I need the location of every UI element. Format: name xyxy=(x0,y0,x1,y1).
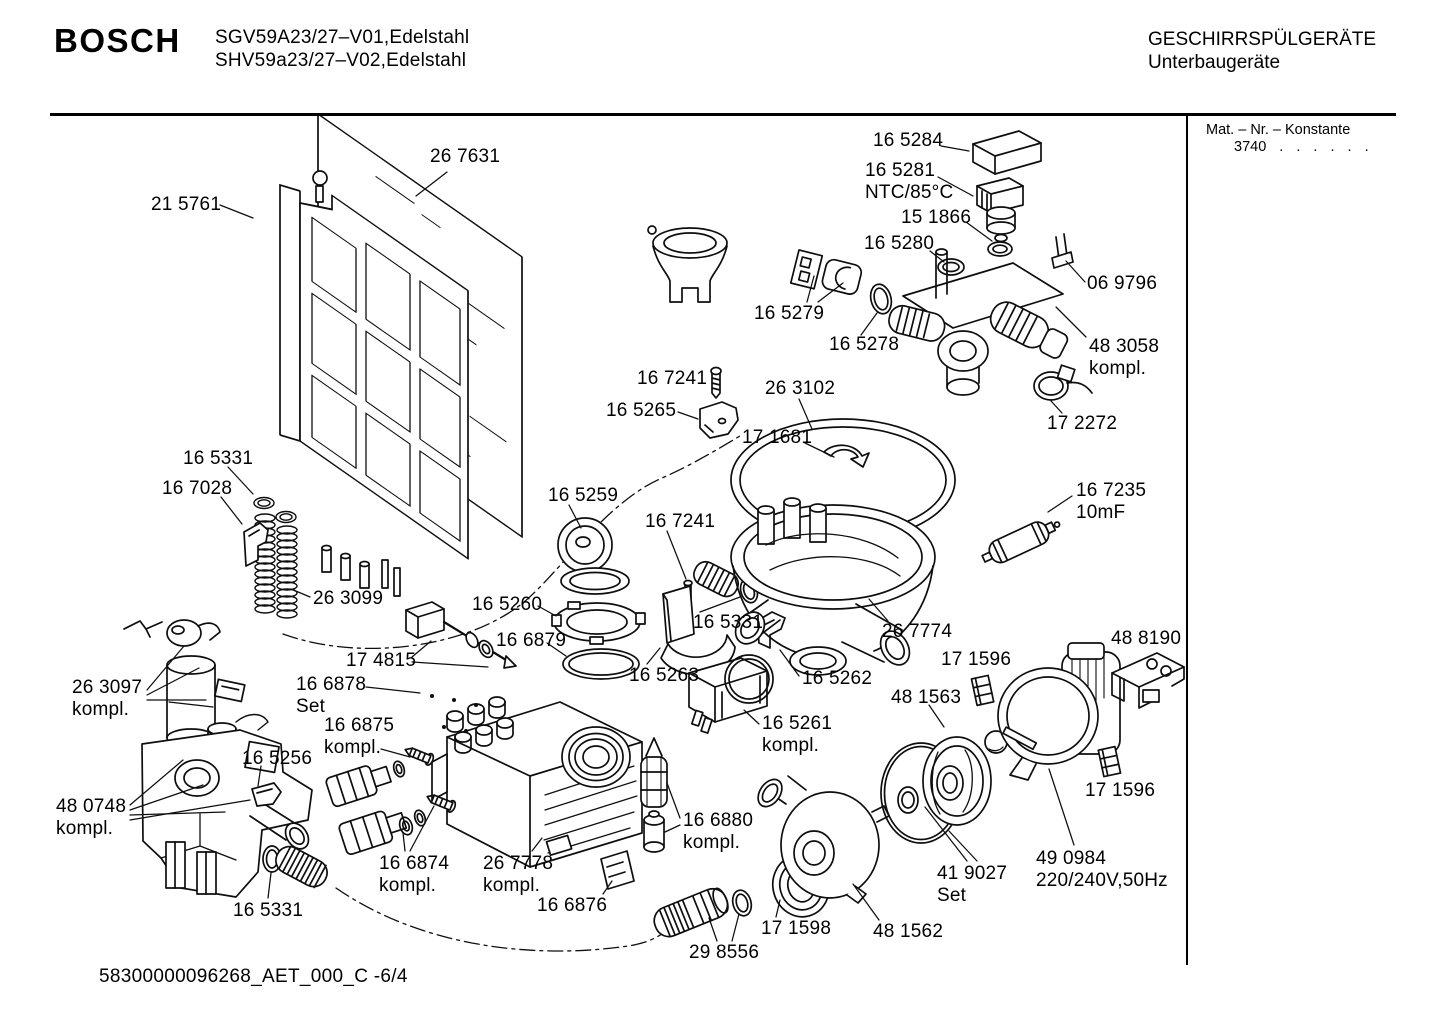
part-label: 16 7241 xyxy=(645,511,716,532)
mat-nr-label: Mat. – Nr. – Konstante xyxy=(1206,122,1351,138)
part-label: 26 7631 xyxy=(430,146,501,167)
part-label: 15 1866 xyxy=(901,207,972,228)
pump-volute-48-1562 xyxy=(757,775,890,904)
mat-nr-note: Mat. – Nr. – Konstante 3740 . . . . . . xyxy=(1206,122,1369,156)
category-line-2: Unterbaugeräte xyxy=(1148,52,1281,73)
mount-48-8190 xyxy=(1111,652,1185,709)
part-label: 17 1596 xyxy=(941,649,1012,670)
clamp-17-1596-a xyxy=(970,674,995,707)
hose-29-8556 xyxy=(653,887,729,938)
sump-seal-stack xyxy=(551,517,646,680)
part-label: 16 5256 xyxy=(242,748,313,769)
salt-funnel xyxy=(647,225,728,303)
leader-lines xyxy=(129,145,1087,942)
part-label: 16 5284 xyxy=(873,130,944,151)
part-label: 16 6878 Set xyxy=(296,674,367,717)
part-label: 26 7774 xyxy=(882,621,953,642)
part-label: 17 1681 xyxy=(742,427,813,448)
part-label: 16 6875 kompl. xyxy=(324,715,395,758)
valve-16-5261 xyxy=(688,654,774,734)
part-label: 48 8190 xyxy=(1111,628,1182,649)
part-label: 26 3099 xyxy=(313,588,384,609)
part-label: 16 6876 xyxy=(537,895,608,916)
mat-nr-value: 3740 . . . . . . xyxy=(1234,139,1369,155)
part-label: 16 7028 xyxy=(162,478,233,499)
part-label: 16 5331 xyxy=(693,612,764,633)
part-label: 26 3102 xyxy=(765,378,836,399)
clip-17-1681 xyxy=(823,444,870,468)
part-label: 17 4815 xyxy=(346,650,417,671)
part-label: 21 5761 xyxy=(151,194,222,215)
impeller-set-41-9027 xyxy=(880,730,1008,844)
part-label: 16 5281 NTC/85°C xyxy=(865,160,954,203)
softener-tank xyxy=(431,696,643,868)
part-label: 16 5262 xyxy=(802,668,873,689)
capacitor xyxy=(981,521,1061,564)
header-divider xyxy=(50,113,1396,116)
part-label: 16 5331 xyxy=(183,448,254,469)
part-label: 16 6874 kompl. xyxy=(379,853,450,896)
solenoid-valve-16-6875 xyxy=(325,747,435,808)
part-label: 16 5279 xyxy=(754,303,825,324)
part-label: 17 2272 xyxy=(1047,413,1118,434)
part-label: 26 7778 kompl. xyxy=(483,853,554,896)
motor-49-0984 xyxy=(997,642,1121,781)
document-id: 58300000096268_AET_000_C -6/4 xyxy=(99,966,408,987)
category-line-1: GESCHIRRSPÜLGERÄTE xyxy=(1148,29,1377,50)
dot-trail xyxy=(430,694,478,733)
clip-16-7028 xyxy=(243,522,269,567)
reference-curves xyxy=(282,435,741,952)
part-label: 16 5260 xyxy=(472,594,543,615)
clamp-17-1596-b xyxy=(1097,745,1122,778)
axle-17-4815 xyxy=(405,601,517,669)
part-label: 06 9796 xyxy=(1087,273,1158,294)
part-label: 16 5280 xyxy=(864,233,935,254)
part-label: 16 5265 xyxy=(606,400,677,421)
model-line-2: SHV59a23/27–V02,Edelstahl xyxy=(215,50,467,71)
saddle-16-5263 xyxy=(660,585,736,676)
bracket-16-6876 xyxy=(600,850,635,890)
part-label: 29 8556 xyxy=(689,942,760,963)
part-label: 16 7235 10mF xyxy=(1076,480,1147,523)
springs xyxy=(253,496,298,619)
part-label: 16 5263 xyxy=(629,665,700,686)
part-label: 48 1562 xyxy=(873,921,944,942)
part-label: 16 5331 xyxy=(233,900,304,921)
part-label: 17 1596 xyxy=(1085,780,1156,801)
base-panel xyxy=(279,183,469,560)
part-label: 48 0748 kompl. xyxy=(56,796,127,839)
part-label: 16 6879 xyxy=(496,630,567,651)
model-line-1: SGV59A23/27–V01,Edelstahl xyxy=(215,27,470,48)
dispenser-group xyxy=(123,619,328,898)
solenoid-valve-16-6874 xyxy=(338,794,457,855)
air-bellows xyxy=(693,560,740,598)
part-label: 49 0984 220/240V,50Hz xyxy=(1036,848,1168,891)
bosch-logo: BOSCH xyxy=(54,22,181,59)
part-label: 16 7241 xyxy=(637,368,708,389)
sump-body xyxy=(730,497,936,676)
part-label: 17 1598 xyxy=(761,918,832,939)
margin-divider xyxy=(1186,113,1189,965)
part-label: 26 3097 kompl. xyxy=(72,677,143,720)
part-label: 48 3058 kompl. xyxy=(1089,336,1160,379)
part-label: 16 6880 kompl. xyxy=(683,810,754,853)
part-label: 16 5261 kompl. xyxy=(762,713,833,756)
part-label: 16 5259 xyxy=(548,485,619,506)
thermostat-group xyxy=(789,130,1093,401)
part-label: 48 1563 xyxy=(891,687,962,708)
cartridge-16-6880 xyxy=(640,737,668,853)
part-label: 41 9027 Set xyxy=(937,863,1008,906)
part-label: 16 5278 xyxy=(829,334,900,355)
